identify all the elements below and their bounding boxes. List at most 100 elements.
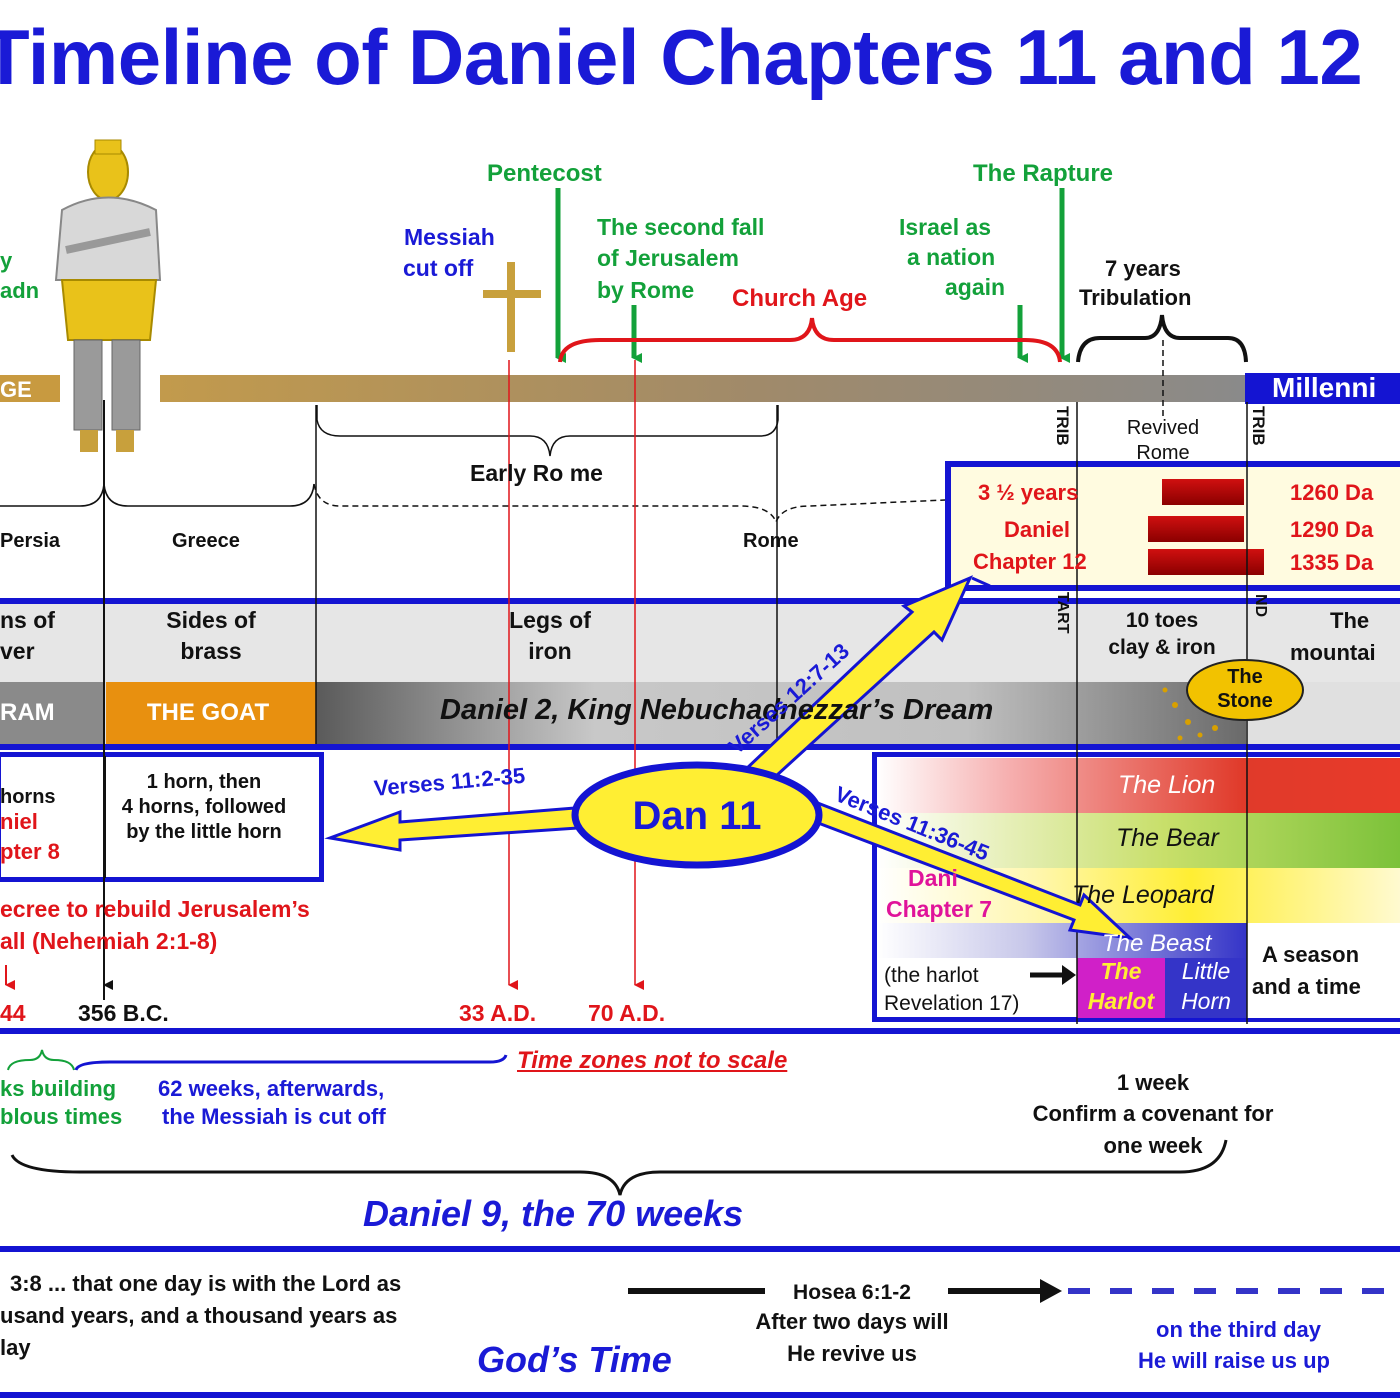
third-day-2: He will raise us up — [1138, 1348, 1330, 1373]
dan12-label-2: Daniel — [1004, 517, 1071, 542]
one-week-1: 1 week — [1116, 1070, 1190, 1095]
second-fall-1: The second fall — [597, 214, 765, 240]
harlot-note-2: Revelation 17) — [884, 992, 1020, 1015]
little-horn-2: Horn — [1181, 988, 1231, 1014]
lion-band — [877, 758, 1400, 813]
goat-label: THE GOAT — [146, 699, 270, 726]
tribulation-brace — [1076, 314, 1248, 363]
page-title: Timeline of Daniel Chapters 11 and 12 — [0, 13, 1363, 101]
persia-label: Persia — [0, 530, 61, 552]
rapture-label: The Rapture — [973, 160, 1114, 187]
horns-left-3: pter 8 — [0, 839, 60, 864]
toes-2: clay & iron — [1108, 636, 1216, 659]
hosea-3: He revive us — [787, 1341, 917, 1366]
frame-line-4 — [0, 1392, 1400, 1398]
trib-start-label: TRIB — [1053, 406, 1072, 446]
frame-line-3 — [0, 1246, 1400, 1252]
frame-line-1 — [0, 744, 1400, 750]
hosea-2: After two days will — [755, 1309, 949, 1334]
harlot-2: Harlot — [1087, 988, 1155, 1014]
toes-1: 10 toes — [1125, 609, 1199, 632]
persia-greece-brace — [0, 483, 315, 507]
beast-band — [877, 923, 1247, 958]
one-week-2: Confirm a covenant for — [1032, 1101, 1274, 1126]
revived-rome-1: Revived — [1126, 417, 1200, 439]
iron-1: Legs of — [509, 607, 591, 633]
brass-2: brass — [180, 638, 242, 664]
left-cut-1: y — [0, 248, 13, 273]
israel-2: a nation — [907, 244, 996, 270]
horns-left-2: niel — [0, 809, 38, 834]
sixty-two-1: 62 weeks, afterwards, — [158, 1076, 385, 1101]
decree-2: all (Nehemiah 2:1-8) — [0, 928, 218, 954]
brass-1: Sides of — [166, 607, 256, 633]
stone-ellipse — [1186, 659, 1304, 721]
peter-1: 3:8 ... that one day is with the Lord as — [10, 1271, 402, 1296]
date-33ad: 33 A.D. — [459, 1000, 537, 1026]
frame-line-2 — [0, 1028, 1400, 1034]
silver-2: ver — [0, 638, 35, 664]
timeline-bar-left — [0, 375, 60, 402]
ram-cell — [0, 682, 104, 744]
seven-weeks-1: ks building — [0, 1076, 117, 1101]
cross-icon — [483, 262, 541, 352]
greece-label: Greece — [172, 530, 240, 552]
stone-1: The — [1227, 666, 1263, 688]
silver-1: ns of — [0, 607, 55, 633]
dan7-label-1: Dani — [908, 865, 958, 891]
harlot-cell — [1077, 958, 1165, 1018]
horns-right-2: 4 horns, followed — [121, 796, 287, 818]
gods-time-label: God’s Time — [477, 1339, 672, 1380]
pentecost-label: Pentecost — [487, 160, 602, 187]
bar-1260 — [1162, 479, 1244, 505]
dan11-label: Dan 11 — [632, 794, 762, 838]
daniel9-label: Daniel 9, the 70 weeks — [363, 1193, 744, 1234]
end-label: ND — [1252, 594, 1269, 618]
timeline-bar — [160, 375, 1245, 402]
age-label: GE — [0, 377, 32, 402]
statue-row-band — [0, 598, 1400, 682]
seventy-weeks-brace — [10, 1139, 1228, 1196]
horns-left-1: horns — [0, 786, 56, 808]
peter-3: lay — [0, 1335, 31, 1360]
millennium-label: Millenni — [1272, 372, 1377, 403]
hosea-1: Hosea 6:1-2 — [793, 1281, 911, 1304]
lion-label: The Lion — [1118, 771, 1216, 799]
season-1: A season — [1262, 942, 1360, 967]
one-week-3: one week — [1103, 1133, 1203, 1158]
days-1335: 1335 Da — [1290, 550, 1374, 575]
church-age-brace — [558, 317, 1062, 363]
peter-2: usand years, and a thousand years as — [0, 1303, 398, 1328]
horns-right-1: 1 horn, then — [146, 771, 262, 793]
season-cell — [1247, 923, 1400, 1018]
revived-rome-2: Rome — [1136, 443, 1190, 460]
millennium-box — [1245, 373, 1400, 404]
date-356bc: 356 B.C. — [78, 1000, 169, 1026]
israel-1: Israel as — [899, 214, 992, 240]
beast-label: The Beast — [1102, 930, 1212, 957]
little-horn-cell — [1165, 958, 1247, 1018]
harlot-1: The — [1100, 958, 1142, 984]
leopard-label: The Leopard — [1072, 881, 1214, 909]
not-to-scale-label: Time zones not to scale — [517, 1047, 788, 1074]
dan7-label-2: Chapter 7 — [886, 896, 993, 922]
little-horn-1: Little — [1181, 958, 1231, 984]
tribulation-1: 7 years — [1105, 256, 1181, 281]
season-2: and a time — [1252, 974, 1361, 999]
horns-right-3: by the little horn — [126, 821, 282, 843]
stone-2: Stone — [1217, 690, 1273, 712]
days-1260: 1260 Da — [1290, 480, 1374, 505]
dan12-label-1: 3 ½ years — [978, 480, 1079, 505]
mountain-2: mountai — [1290, 640, 1376, 665]
horns-box — [0, 752, 324, 882]
date-70ad: 70 A.D. — [588, 1000, 666, 1026]
ram-label: RAM — [0, 699, 55, 726]
rome-label: Rome — [743, 530, 799, 552]
days-1290: 1290 Da — [1290, 517, 1374, 542]
israel-3: again — [945, 274, 1006, 300]
goat-cell — [106, 682, 316, 744]
dream-label: Daniel 2, King Nebuchadnezzar’s Dream — [440, 694, 994, 726]
early-rome-brace — [316, 405, 779, 457]
trib-end-label: TRIB — [1249, 406, 1268, 446]
